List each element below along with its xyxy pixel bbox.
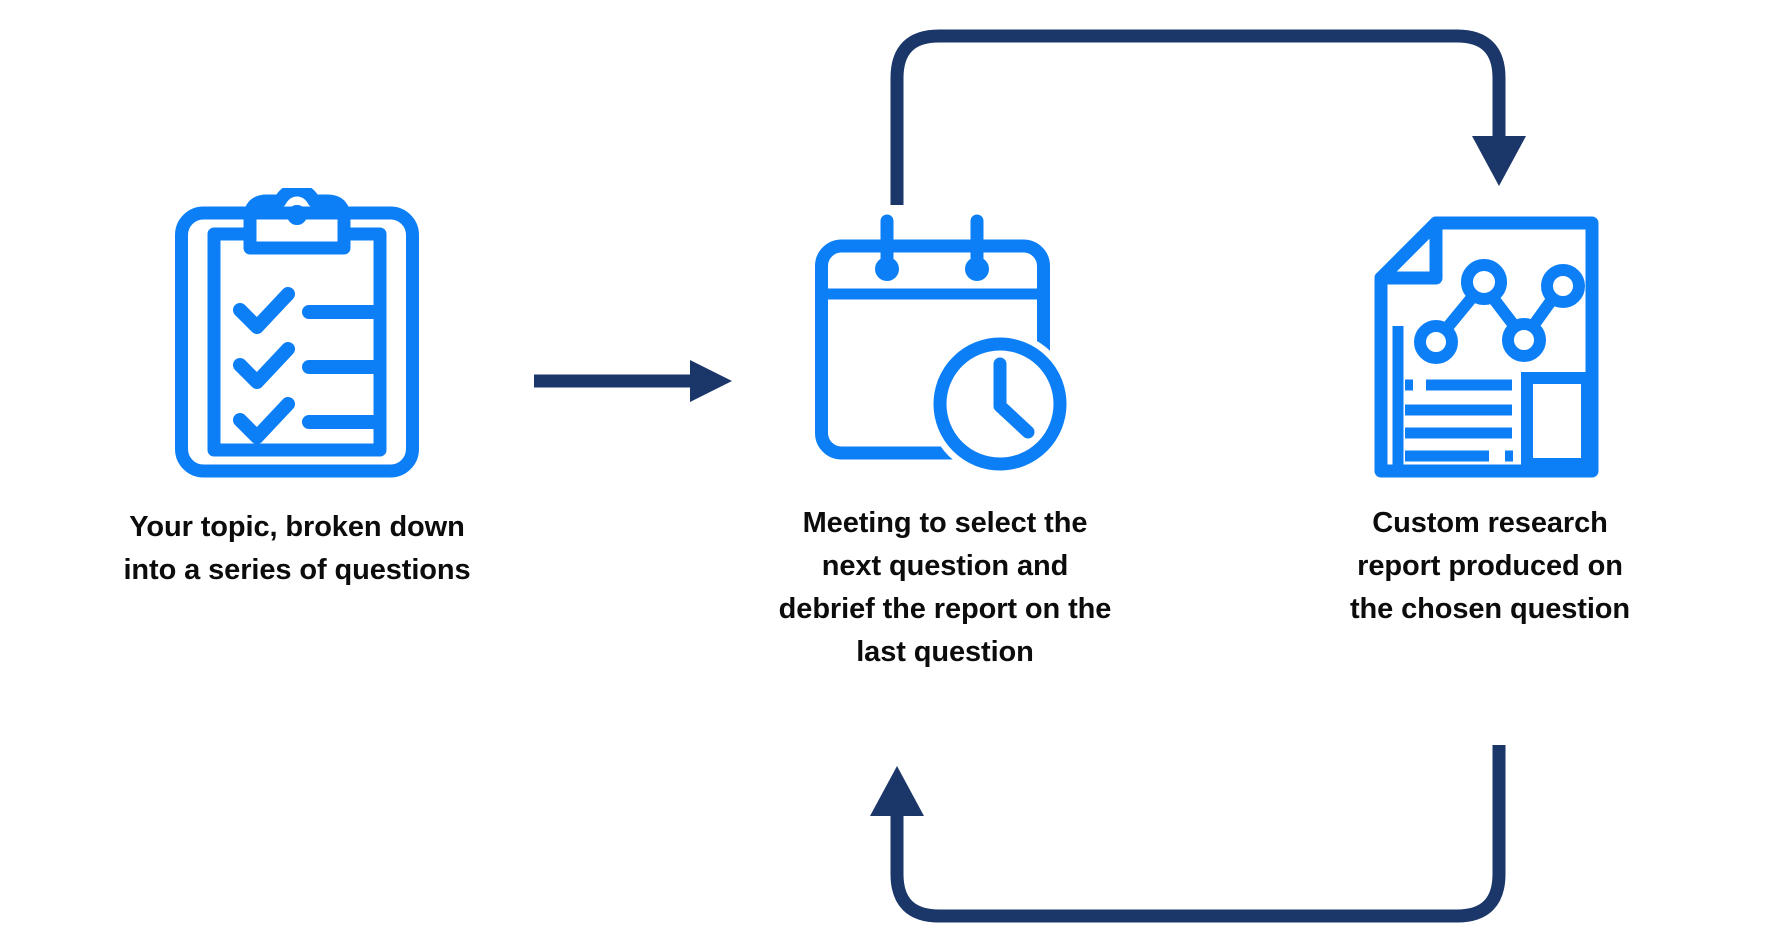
- clock-face: [933, 337, 1067, 471]
- node-topic-caption: Your topic, broken down into a series of…: [123, 511, 471, 586]
- clipboard-checklist-icon: [62, 178, 532, 478]
- loop-arrow-top-icon: [890, 29, 1526, 205]
- calendar-clock-icon: [660, 178, 1230, 478]
- node-meeting-caption: Meeting to select the next question and …: [778, 507, 1112, 668]
- node-report-caption: Custom research report produced on the c…: [1349, 507, 1631, 625]
- node-report: Custom research report produced on the c…: [1280, 178, 1700, 631]
- report-document-chart-icon: [1280, 178, 1700, 478]
- node-topic: Your topic, broken down into a series of…: [62, 178, 532, 592]
- loop-arrow-bottom-icon: [870, 745, 1506, 923]
- node-meeting: Meeting to select the next question and …: [660, 178, 1230, 674]
- straight-arrow-right-icon: [534, 360, 732, 402]
